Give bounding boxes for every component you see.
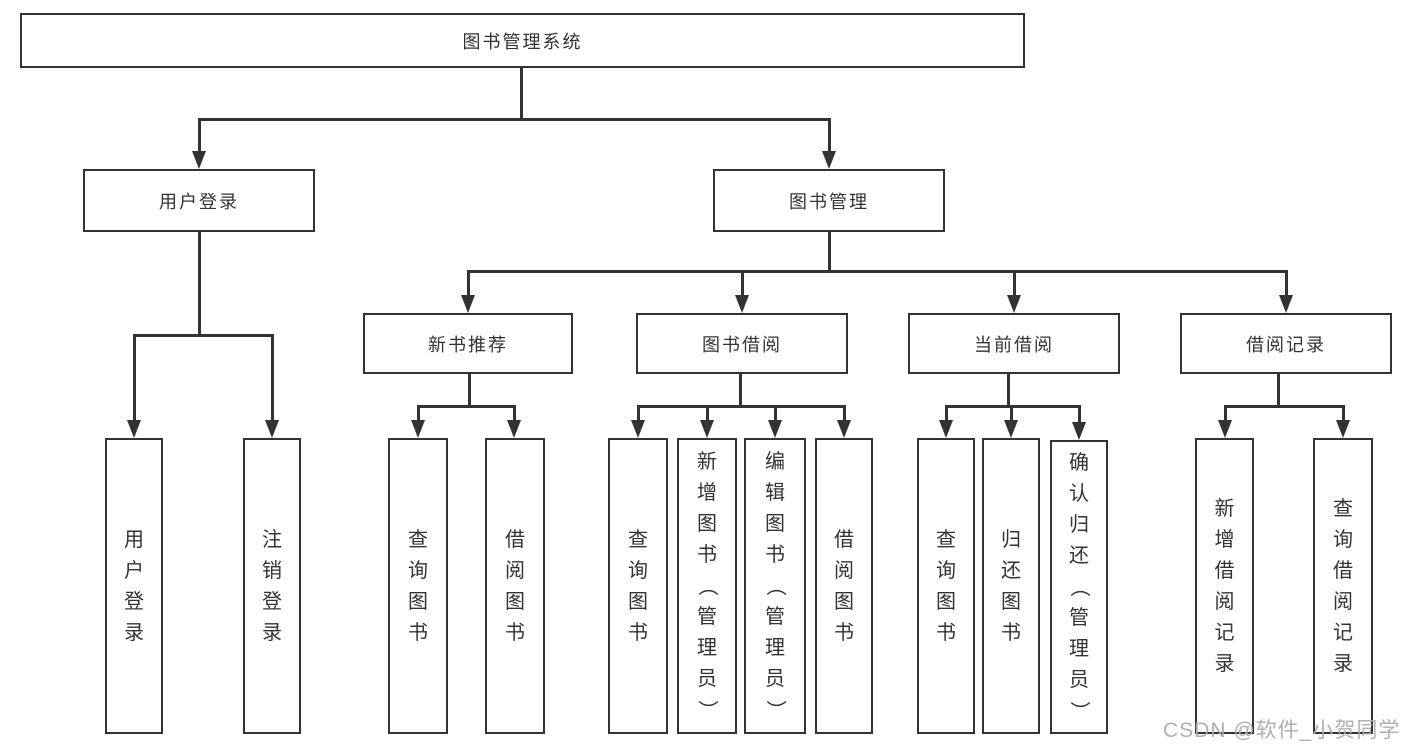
arrow-down-level3	[461, 295, 475, 313]
connector-drop-level3	[467, 270, 470, 298]
connector-book-mgmt-stem	[828, 232, 831, 272]
connector-records-stem	[1277, 374, 1280, 408]
arrow-down-leaf	[768, 420, 782, 438]
arrow-down-leaf	[837, 420, 851, 438]
connector-drop-leaf	[1224, 405, 1227, 422]
arrow-down-leaf	[1004, 420, 1018, 438]
node-book-management: 图书管理	[713, 169, 945, 232]
connector-current-stem	[1007, 374, 1010, 408]
connector-drop-leaf	[133, 334, 136, 422]
connector-drop-leaf	[417, 405, 420, 422]
arrow-down-leaf	[1072, 422, 1086, 440]
node-query-borrow-record: 查询借阅记录	[1313, 438, 1373, 734]
connector-drop-leaf	[513, 405, 516, 422]
arrow-down-level3	[1279, 295, 1293, 313]
node-query-books-current: 查询图书	[917, 438, 975, 734]
connector-drop-level3	[1013, 270, 1016, 298]
connector-borrow-hline	[637, 405, 846, 408]
connector-recommend-hline	[417, 405, 516, 408]
connector-drop-leaf	[843, 405, 846, 422]
node-logout-action: 注销登录	[243, 438, 301, 734]
connector-level2-hline	[198, 118, 831, 121]
connector-recommend-stem	[468, 374, 471, 408]
arrow-down-user-login	[192, 151, 206, 169]
arrow-down-leaf	[265, 420, 279, 438]
connector-drop-level3	[741, 270, 744, 298]
connector-drop-leaf	[271, 334, 274, 422]
connector-drop-leaf	[706, 405, 709, 422]
node-borrow-books-recommend: 借阅图书	[485, 438, 545, 734]
arrow-down-level3	[735, 295, 749, 313]
node-query-books-borrow: 查询图书	[608, 438, 668, 734]
node-user-login-action: 用户登录	[105, 438, 163, 734]
node-return-books: 归还图书	[982, 438, 1040, 734]
arrow-down-leaf	[1336, 420, 1350, 438]
connector-drop-leaf	[774, 405, 777, 422]
node-library-management-system: 图书管理系统	[20, 13, 1025, 68]
connector-borrow-stem	[739, 374, 742, 408]
arrow-down-leaf	[631, 420, 645, 438]
node-book-borrow: 图书借阅	[636, 313, 848, 374]
arrow-down-leaf	[1218, 420, 1232, 438]
connector-drop-book-mgmt	[828, 118, 831, 155]
node-new-book-recommend: 新书推荐	[363, 313, 573, 374]
connector-user-login-hline	[133, 334, 274, 337]
connector-drop-leaf	[945, 405, 948, 422]
arrow-down-leaf	[507, 420, 521, 438]
connector-records-hline	[1224, 405, 1345, 408]
arrow-down-level3	[1007, 295, 1021, 313]
arrow-down-leaf	[411, 420, 425, 438]
connector-user-login-stem	[198, 232, 201, 337]
node-borrow-books-action: 借阅图书	[815, 438, 873, 734]
arrow-down-book-mgmt	[822, 151, 836, 169]
arrow-down-leaf	[939, 420, 953, 438]
node-add-books-admin: 新增图书（管理员）	[677, 438, 737, 734]
connector-drop-leaf	[637, 405, 640, 422]
connector-drop-user-login	[198, 118, 201, 155]
connector-drop-leaf	[1342, 405, 1345, 422]
node-query-books-recommend: 查询图书	[388, 438, 448, 734]
connector-drop-level3	[1285, 270, 1288, 298]
node-confirm-return-admin: 确认归还（管理员）	[1050, 440, 1108, 734]
node-add-borrow-record: 新增借阅记录	[1195, 438, 1254, 734]
node-borrow-records: 借阅记录	[1180, 313, 1392, 374]
connector-root-stem	[520, 68, 523, 121]
connector-drop-leaf	[1010, 405, 1013, 422]
node-user-login: 用户登录	[83, 169, 315, 232]
arrow-down-leaf	[700, 420, 714, 438]
arrow-down-leaf	[127, 420, 141, 438]
node-edit-books-admin: 编辑图书（管理员）	[744, 438, 806, 734]
node-current-borrow: 当前借阅	[908, 313, 1120, 374]
connector-level3-hline	[467, 270, 1288, 273]
connector-drop-leaf	[1078, 405, 1081, 422]
csdn-watermark: CSDN @软件_小贺同学	[1163, 719, 1401, 742]
